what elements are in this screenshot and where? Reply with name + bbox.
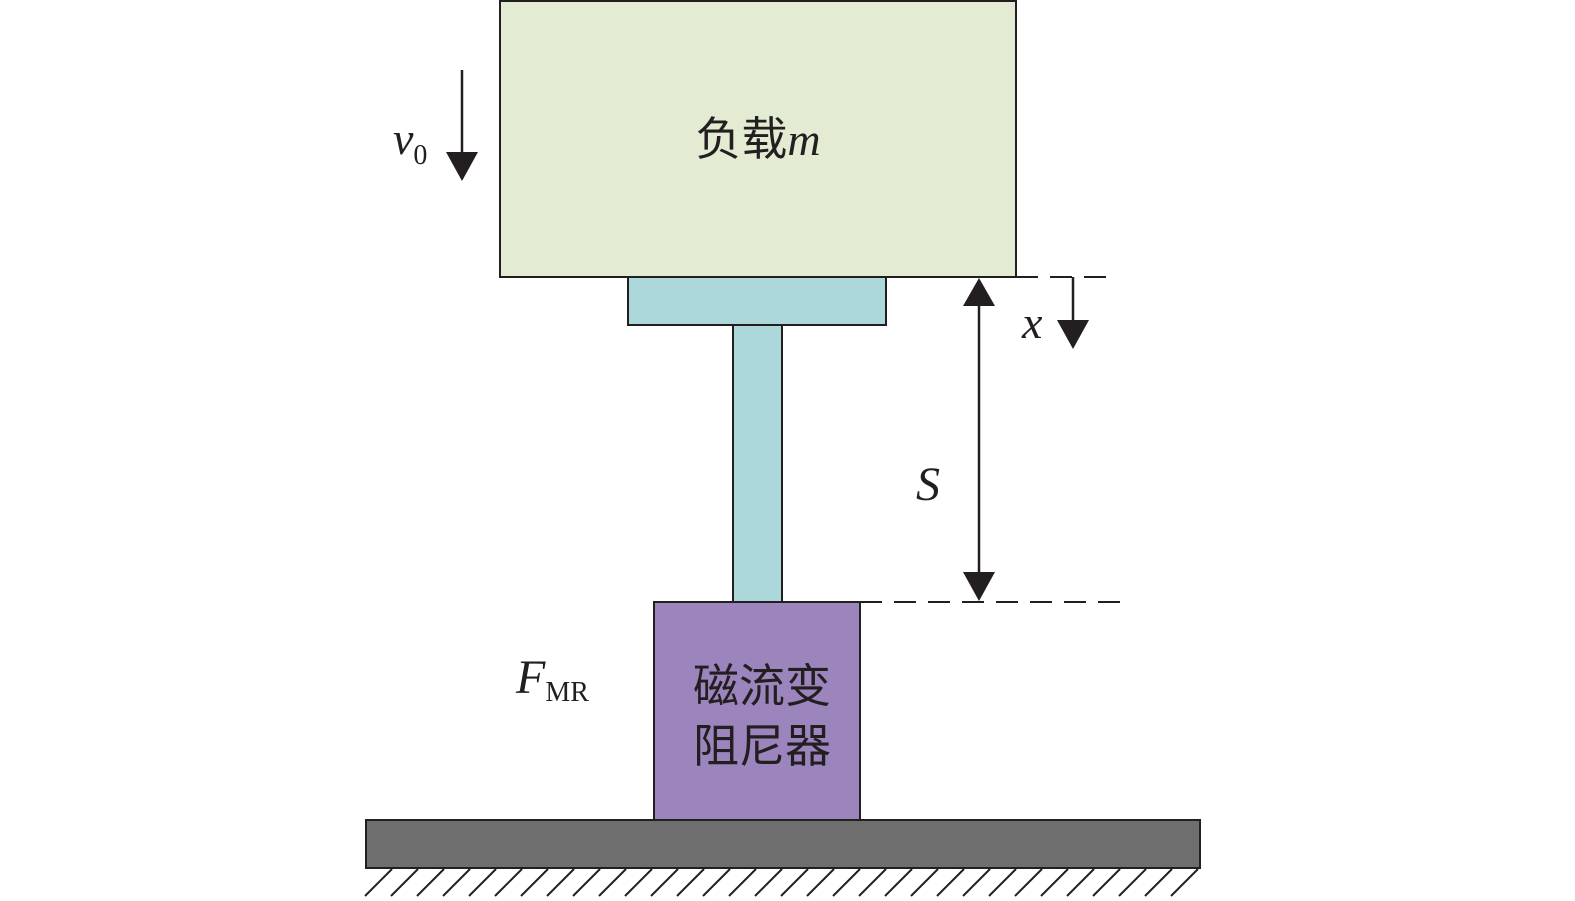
hatch-line (1066, 868, 1095, 897)
hatch-line (494, 868, 523, 897)
hatch-line (676, 868, 705, 897)
hatch-line (1144, 868, 1173, 897)
base-plate (365, 819, 1201, 869)
velocity-arrow (446, 70, 478, 181)
hatch-line (988, 868, 1017, 897)
velocity-label: v0 (393, 113, 427, 171)
hatch-line (650, 868, 679, 897)
hatch-line (572, 868, 601, 897)
hatch-line (1118, 868, 1147, 897)
hatch-line (598, 868, 627, 897)
hatch-line (624, 868, 653, 897)
hatch-line (884, 868, 913, 897)
stroke-label: S (916, 458, 940, 511)
piston-rod (732, 324, 783, 603)
hatch-line (416, 868, 445, 897)
displacement-label: x (1021, 297, 1043, 348)
hatch-line (858, 868, 887, 897)
hatch-line (442, 868, 471, 897)
hatch-line (390, 868, 419, 897)
load-label: 负载m (695, 112, 820, 166)
hatch-line (962, 868, 991, 897)
hatch-line (936, 868, 965, 897)
hatch-line (1170, 868, 1199, 897)
hatch-line (780, 868, 809, 897)
hatch-line (1014, 868, 1043, 897)
hatch-line (832, 868, 861, 897)
hatch-line (806, 868, 835, 897)
hatch-line (910, 868, 939, 897)
force-label: FMR (515, 651, 589, 708)
damper-label-line1: 磁流变 (693, 659, 831, 713)
hatch-line (1040, 868, 1069, 897)
hatch-line (728, 868, 757, 897)
ground-hatching (364, 868, 1199, 897)
hatch-line (546, 868, 575, 897)
stroke-arrow (963, 278, 995, 601)
hatch-line (1092, 868, 1121, 897)
hatch-line (468, 868, 497, 897)
hatch-line (702, 868, 731, 897)
piston-head (627, 276, 887, 326)
hatch-line (520, 868, 549, 897)
hatch-line (364, 868, 393, 897)
displacement-arrow (1057, 277, 1089, 349)
hatch-line (754, 868, 783, 897)
damper-label-line2: 阻尼器 (693, 719, 831, 773)
mr-damper: 磁流变 阻尼器 (653, 601, 861, 821)
load-mass: 负载m (499, 0, 1017, 278)
